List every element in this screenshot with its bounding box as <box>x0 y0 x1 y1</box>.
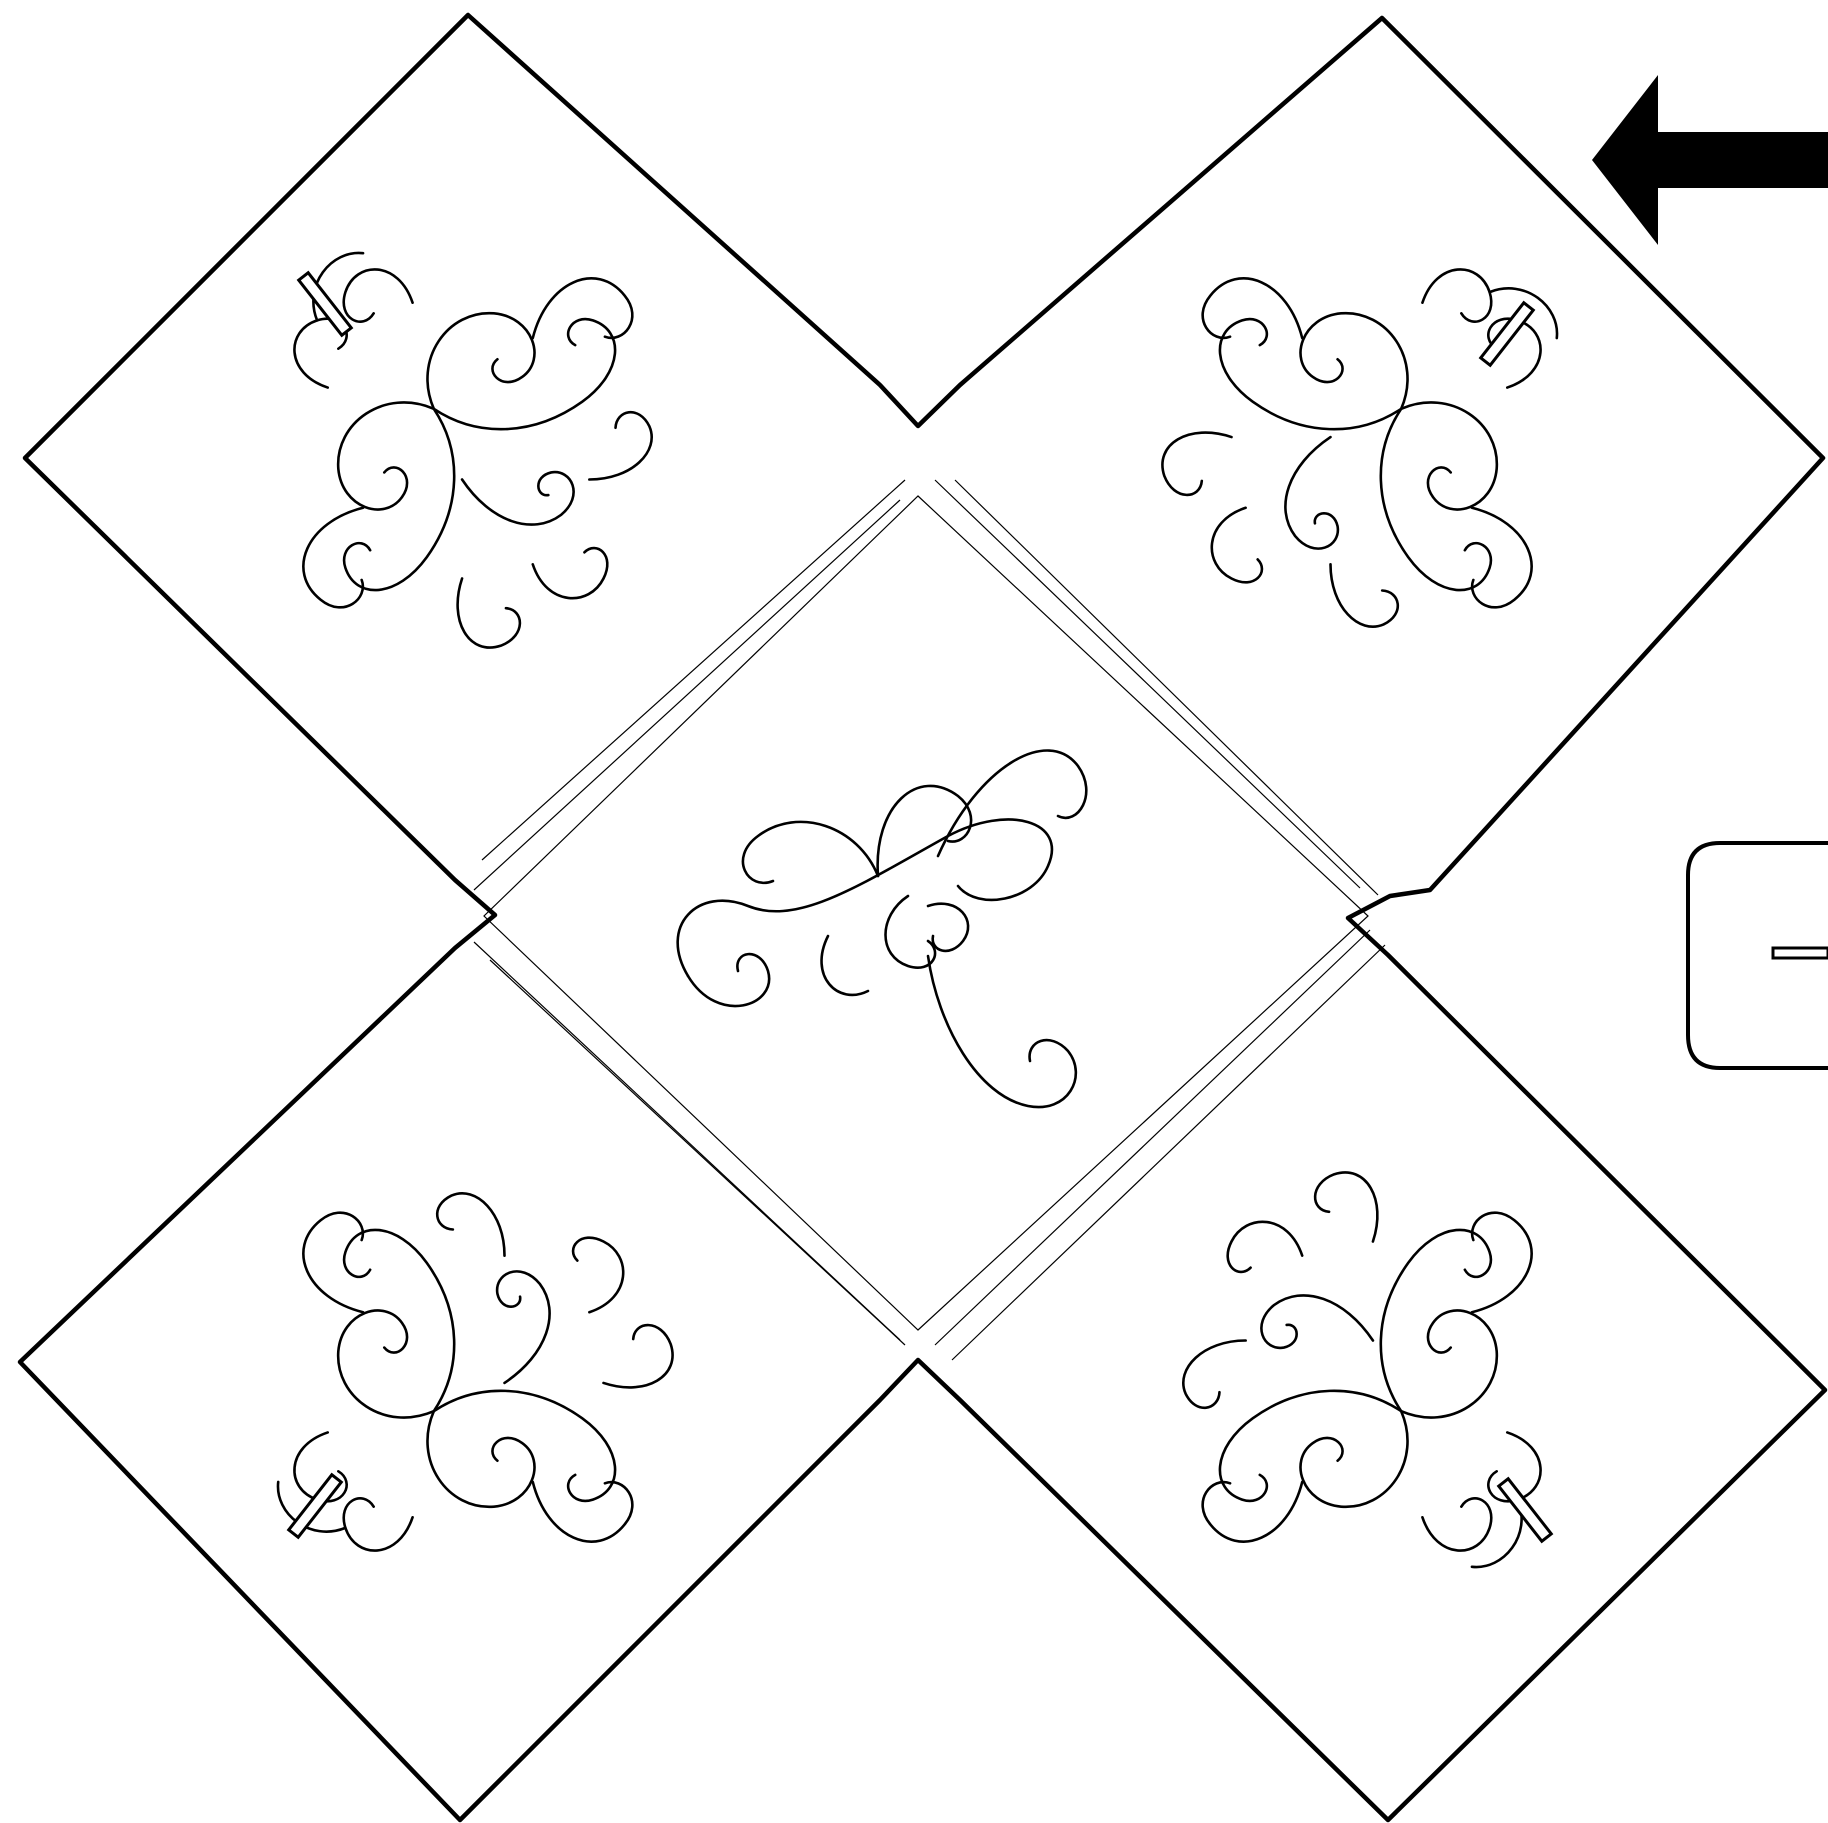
panel-bottom-right <box>1076 1086 1679 1689</box>
left-arrow-icon <box>1592 75 1828 245</box>
slot-top-left <box>296 270 354 338</box>
panel-bottom-left <box>156 1086 759 1689</box>
panel-top-right <box>1076 131 1679 734</box>
box-net-outline <box>17 12 1828 1823</box>
slot-bottom-left <box>286 1472 344 1540</box>
panel-top-left <box>156 131 759 734</box>
tab-piece <box>1686 841 1828 1070</box>
slot-top-right <box>1478 300 1536 368</box>
center-panel <box>473 479 1386 1361</box>
tab-slot <box>1771 946 1828 960</box>
slot-bottom-right <box>1496 1476 1554 1544</box>
